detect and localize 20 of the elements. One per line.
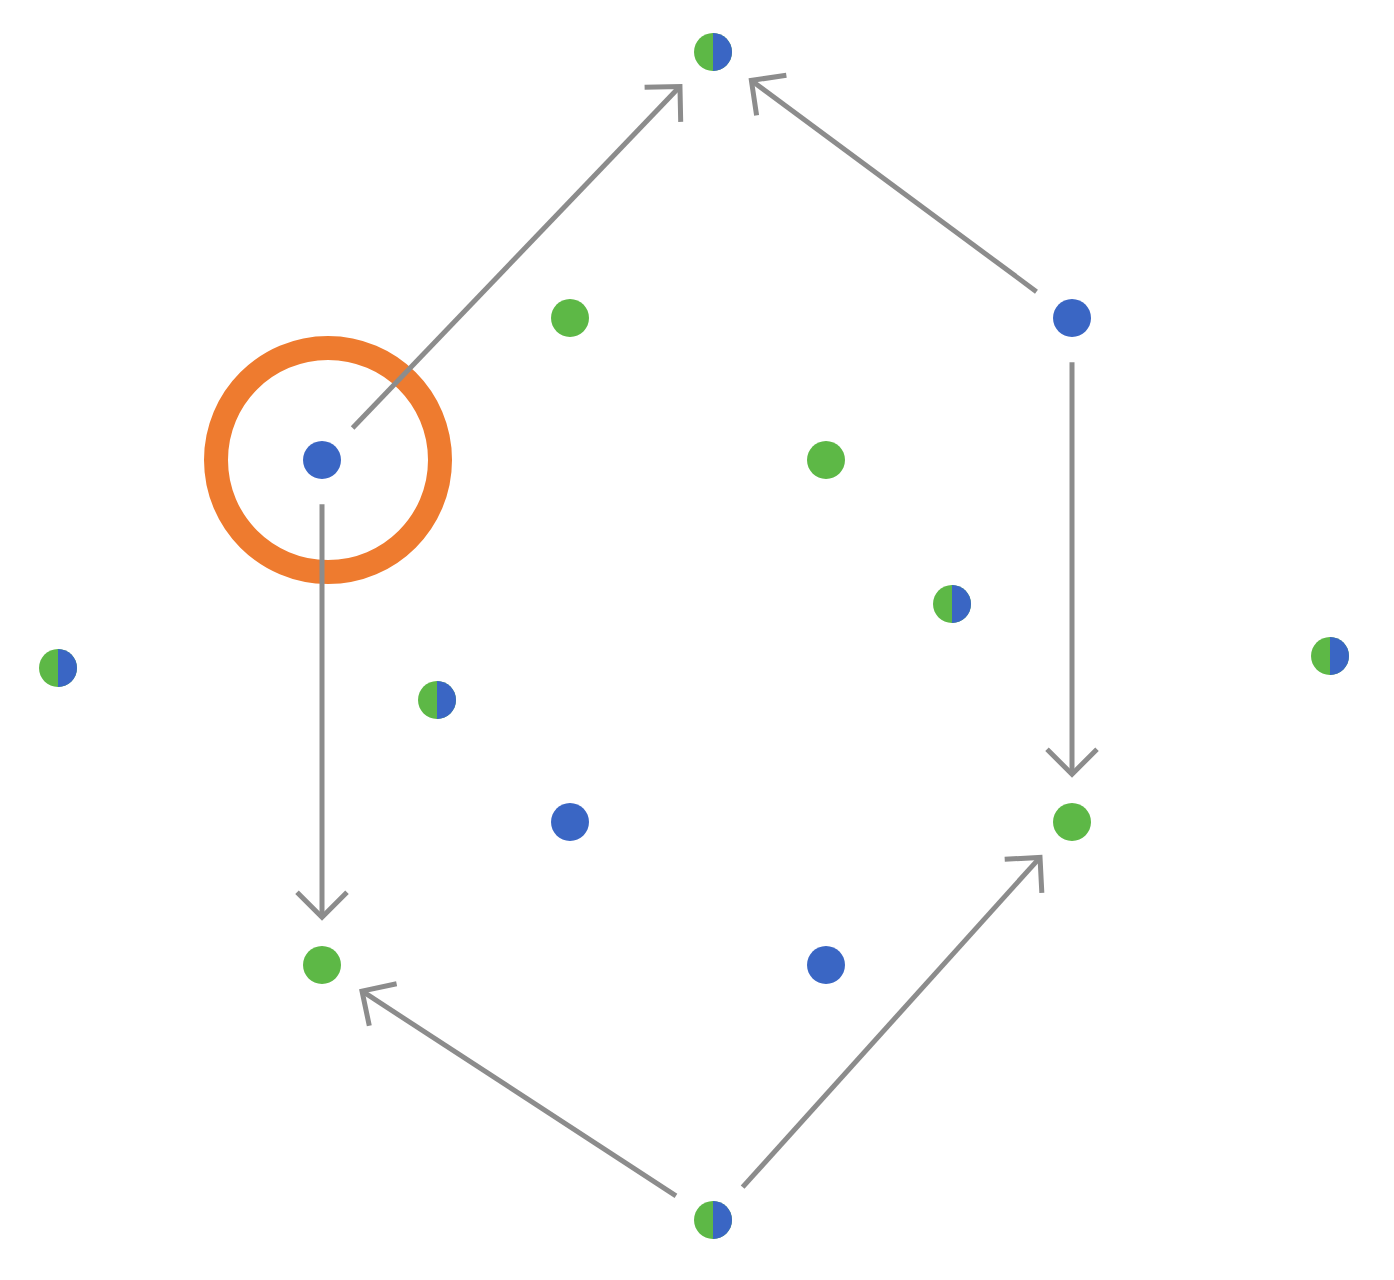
dot — [807, 441, 845, 479]
dot — [933, 585, 971, 623]
arrow — [295, 504, 349, 921]
dot — [303, 441, 341, 479]
dot — [807, 946, 845, 984]
dot — [551, 803, 589, 841]
arrow — [1045, 362, 1099, 778]
dot — [303, 946, 341, 984]
arrow — [740, 854, 1045, 1189]
dot — [1311, 637, 1349, 675]
dot — [694, 33, 732, 71]
dot — [1053, 803, 1091, 841]
arrow — [359, 981, 678, 1198]
dot — [694, 1201, 732, 1239]
dot — [39, 649, 77, 687]
dot — [551, 299, 589, 337]
dot — [418, 681, 456, 719]
arrow — [350, 83, 684, 430]
dot — [1053, 299, 1091, 337]
arrow — [748, 72, 1038, 294]
